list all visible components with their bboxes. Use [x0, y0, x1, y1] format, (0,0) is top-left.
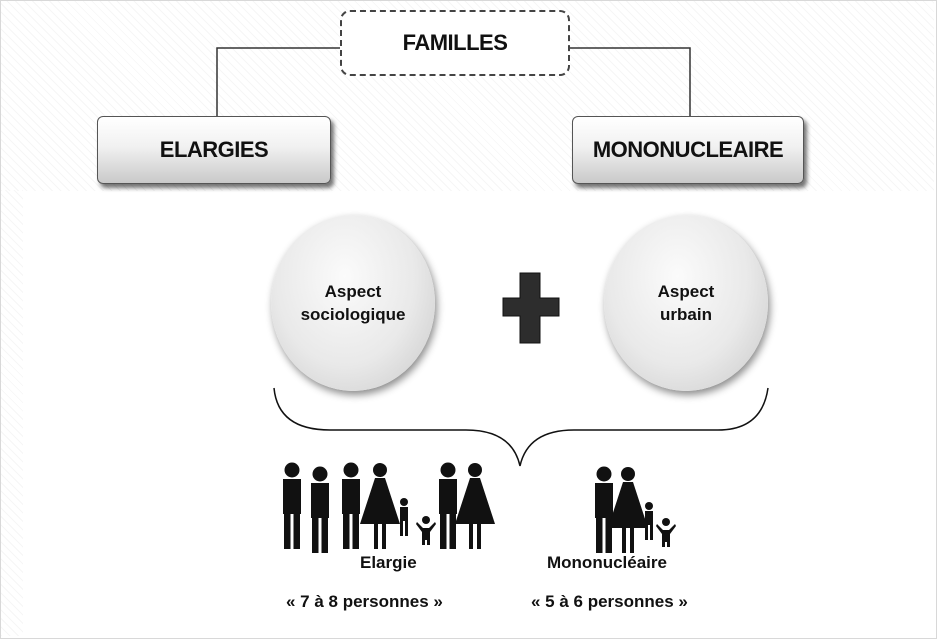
root-node-familles: FAMILLES — [340, 10, 570, 76]
aspect-sociologique-line2: sociologique — [300, 305, 406, 324]
caption-elargie-name: Elargie — [360, 553, 417, 572]
grouping-brace — [273, 387, 769, 467]
caption-mononucleaire-name: Mononucléaire — [547, 553, 667, 572]
caption-mononucleaire-size: « 5 à 6 personnes » — [531, 592, 688, 611]
circle-aspect-sociologique: Aspect sociologique — [271, 215, 435, 391]
connector-root-to-elargies — [216, 47, 340, 116]
caption-elargie-size: « 7 à 8 personnes » — [286, 592, 443, 611]
nuclear-family-icon — [595, 466, 676, 553]
node-elargies-label: ELARGIES — [159, 137, 269, 162]
connector-root-to-mononucleaire — [570, 47, 691, 116]
background-pattern-left — [1, 190, 23, 636]
root-node-label: FAMILLES — [402, 30, 508, 55]
aspect-urbain-line2: urbain — [660, 305, 712, 324]
extended-family-icon — [283, 462, 495, 553]
node-mononucleaire: MONONUCLEAIRE — [572, 116, 804, 184]
plus-icon — [502, 272, 560, 344]
aspect-urbain-line1: Aspect — [657, 282, 715, 301]
circle-aspect-urbain: Aspect urbain — [604, 215, 768, 391]
node-elargies: ELARGIES — [97, 116, 331, 184]
aspect-sociologique-line1: Aspect — [324, 282, 382, 301]
node-mononucleaire-label: MONONUCLEAIRE — [592, 137, 784, 162]
